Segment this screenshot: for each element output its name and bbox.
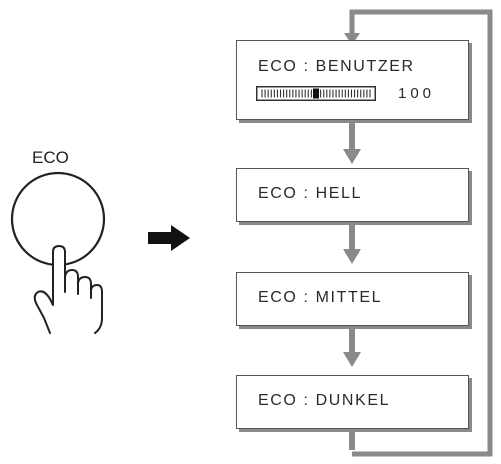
right-arrow-icon — [148, 225, 190, 251]
osd-box-benutzer: ECO : BENUTZER 100 — [236, 40, 469, 120]
osd-label-mittel: ECO : MITTEL — [258, 289, 383, 306]
flow-arrow-2 — [343, 224, 361, 264]
osd-label-benutzer: ECO : BENUTZER — [258, 58, 415, 75]
loop-connector — [349, 9, 493, 457]
osd-label-dunkel: ECO : DUNKEL — [258, 392, 391, 409]
flow-arrow-4 — [349, 432, 355, 450]
level-value: 100 — [398, 85, 436, 102]
level-slider — [256, 86, 376, 101]
loop-arrowhead-icon — [344, 33, 360, 45]
flow-arrow-1 — [343, 123, 361, 164]
flow-arrow-3 — [343, 328, 361, 367]
osd-box-mittel: ECO : MITTEL — [236, 272, 469, 326]
osd-box-hell: ECO : HELL — [236, 168, 469, 222]
osd-box-dunkel: ECO : DUNKEL — [236, 375, 469, 429]
eco-button-label: ECO — [32, 148, 69, 167]
pressing-hand-icon — [33, 245, 103, 334]
osd-label-hell: ECO : HELL — [258, 185, 363, 202]
level-marker — [313, 88, 319, 99]
